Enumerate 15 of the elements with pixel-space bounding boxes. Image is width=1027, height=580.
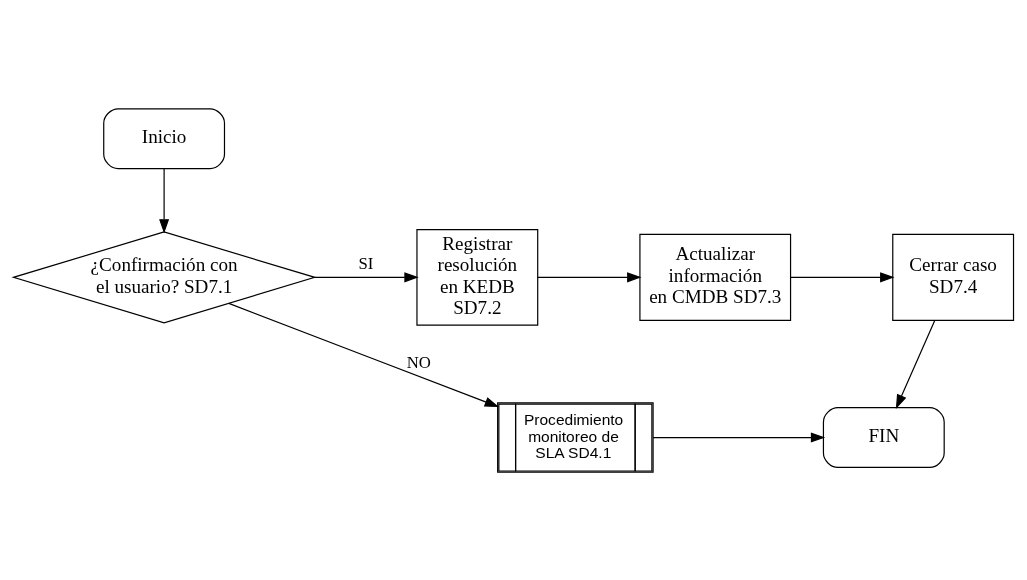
node-box: Actualizar información en CMDB SD7.3	[639, 233, 792, 321]
edge-label: NO	[406, 352, 431, 372]
node-box: FIN	[822, 406, 945, 468]
arrow	[895, 319, 936, 409]
arrow	[537, 271, 642, 282]
arrow	[314, 271, 419, 282]
node-diamond: ¿Confirmación con el usuario? SD7.1	[11, 230, 317, 323]
node-box: Cerrar caso SD7.4	[892, 233, 1015, 321]
node-box: Registrar resolución en KEDB SD7.2	[416, 228, 539, 326]
arrow	[790, 271, 895, 282]
edge-label: SI	[358, 253, 374, 273]
arrow	[228, 302, 500, 407]
arrow	[652, 432, 826, 443]
arrow	[159, 167, 170, 234]
node-box: Inicio	[103, 107, 226, 169]
